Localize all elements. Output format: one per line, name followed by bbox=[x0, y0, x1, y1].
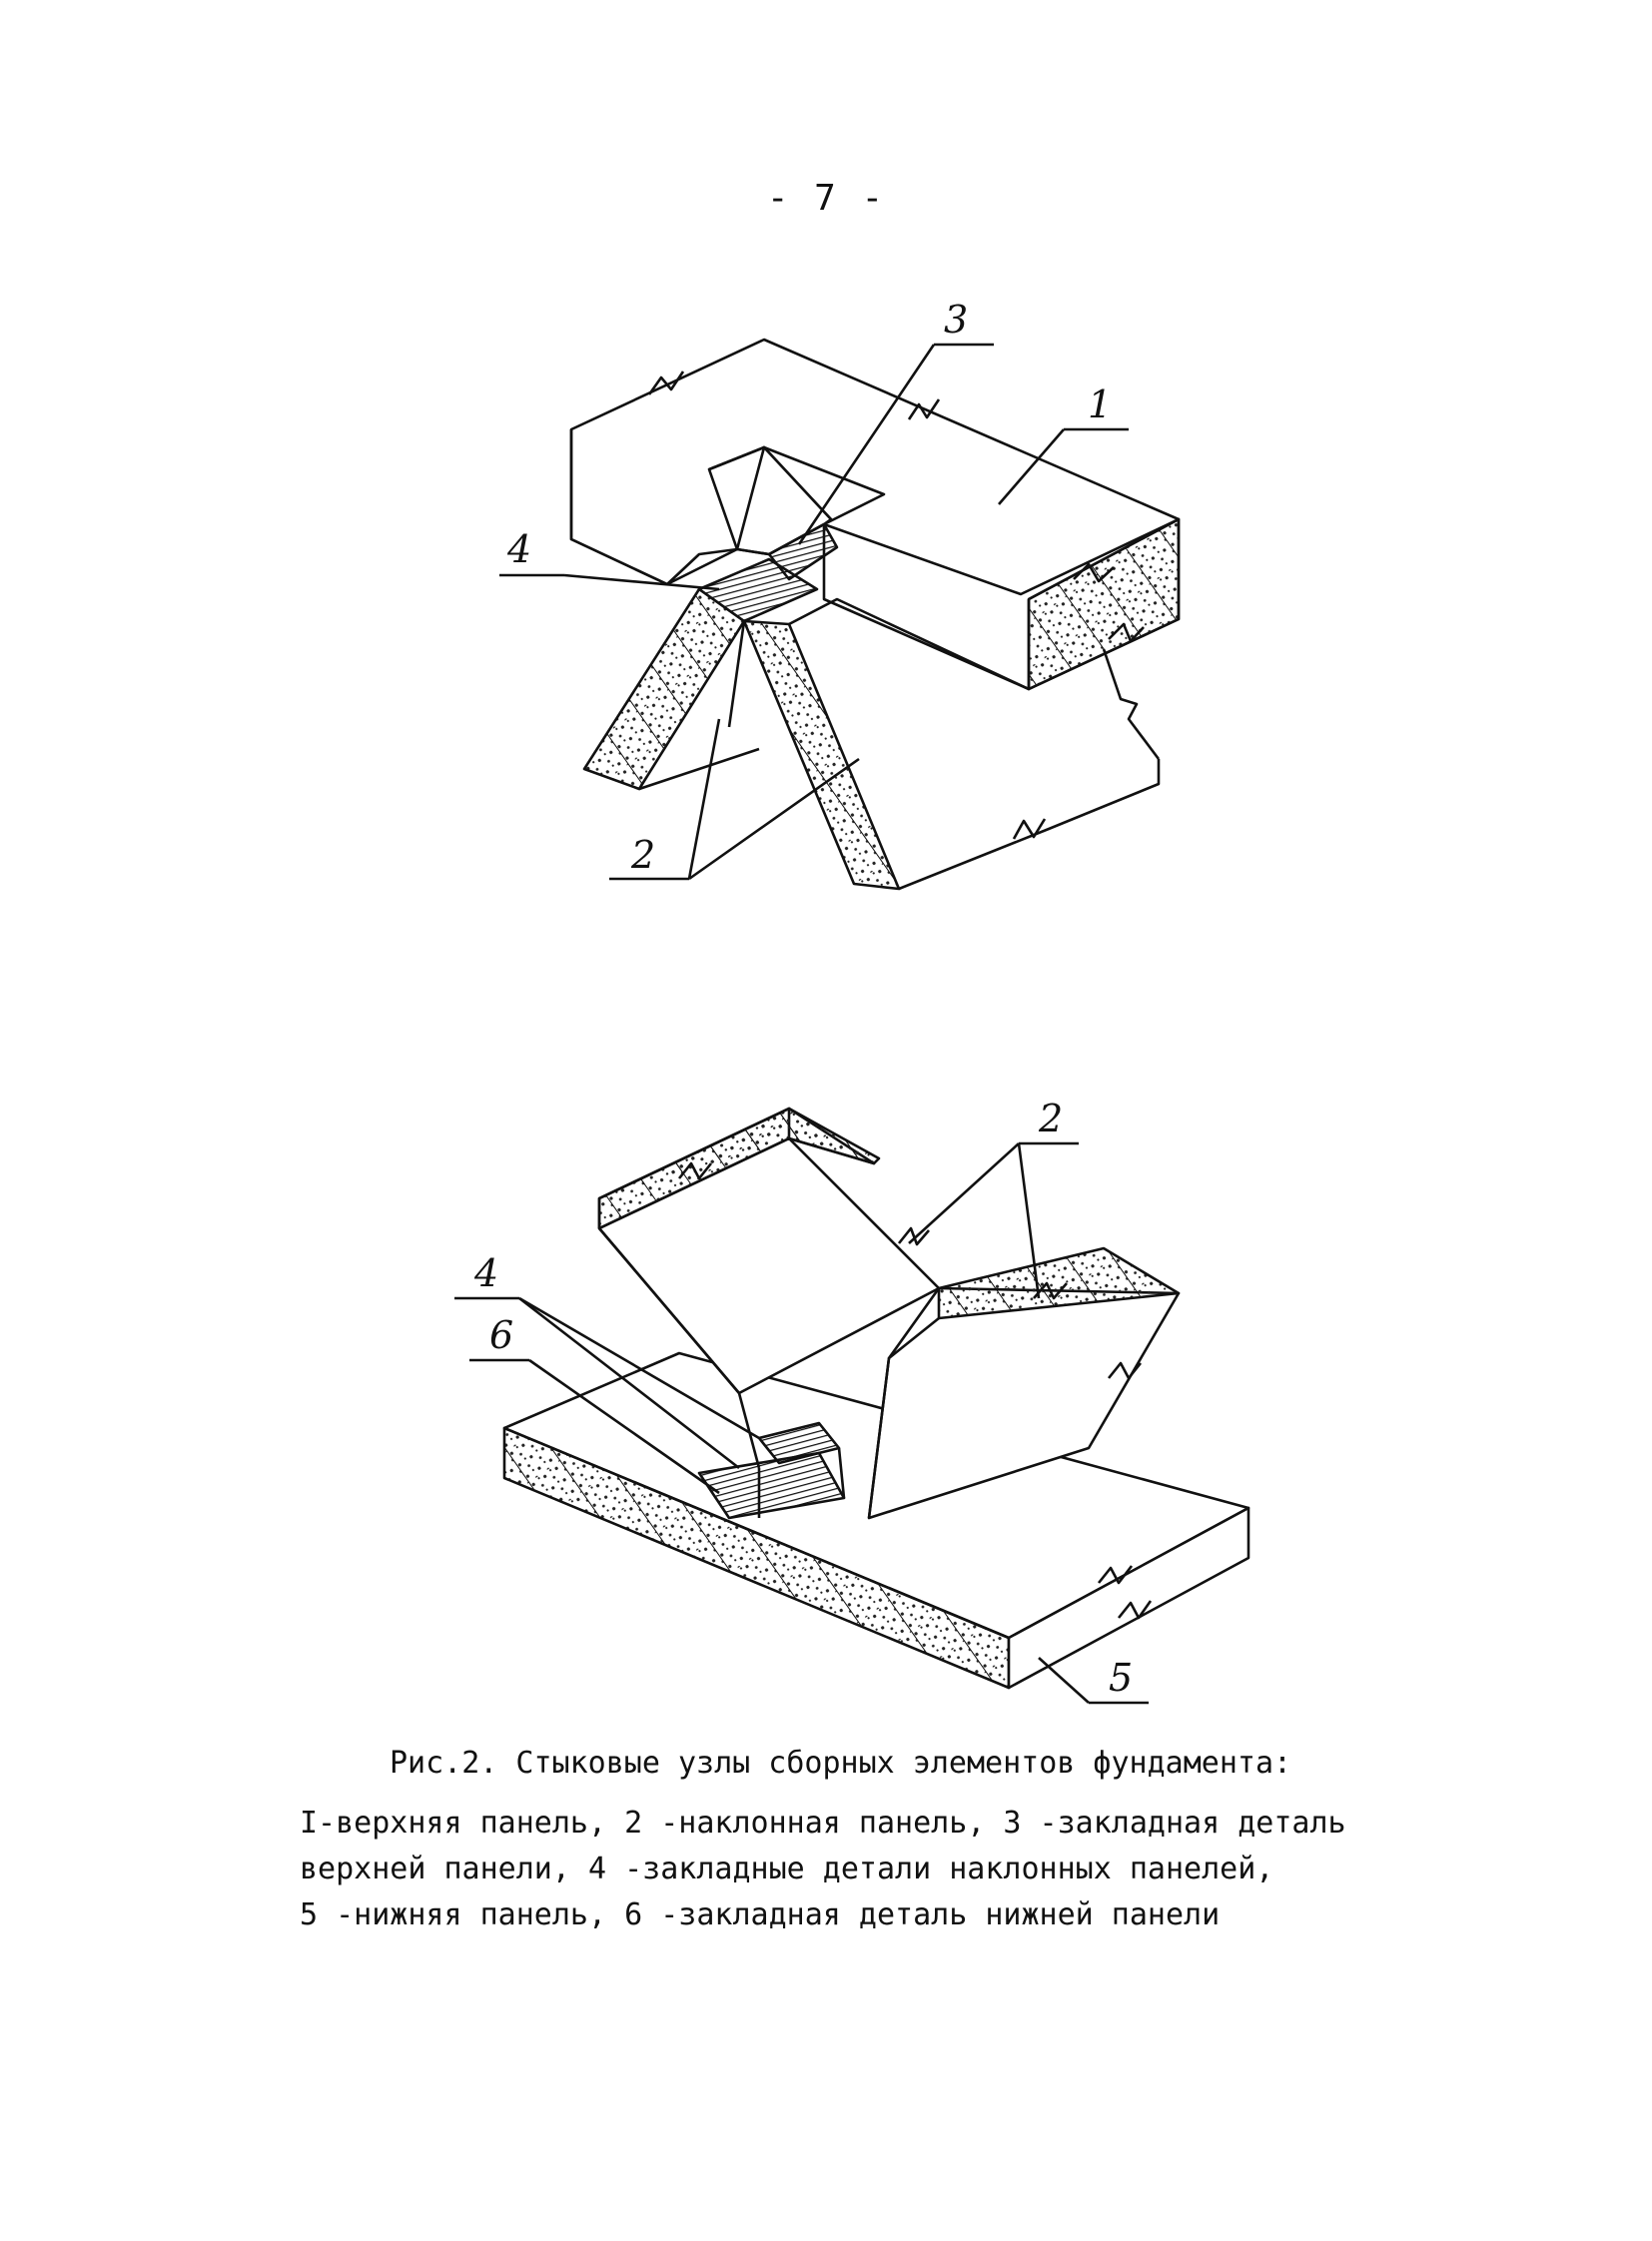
label-5-lower-panel: 5 bbox=[1109, 1656, 1133, 1700]
label-2-inclined-panels: 2 bbox=[1038, 1097, 1063, 1140]
label-4-inclined-plates: 4 bbox=[473, 1251, 498, 1295]
caption-line: верхней панели, 4 -закладные детали накл… bbox=[300, 1852, 1274, 1886]
label-1-upper-panel: 1 bbox=[1088, 382, 1112, 426]
label-6-lower-plate: 6 bbox=[489, 1313, 513, 1357]
caption-line: I-верхняя панель, 2 -наклонная панель, 3… bbox=[300, 1806, 1346, 1841]
label-2-inclined-panel: 2 bbox=[630, 833, 655, 877]
figure-upper-joint: 1 3 4 2 bbox=[499, 298, 1181, 891]
page-number: - 7 - bbox=[766, 178, 886, 219]
label-4-inclined-plates: 4 bbox=[506, 527, 531, 571]
label-3-upper-plate: 3 bbox=[944, 298, 968, 342]
caption-line: 5 -нижняя панель, 6 -закладная деталь ни… bbox=[300, 1897, 1221, 1932]
caption-title: Рис.2. Стыковые узлы сборных элементов ф… bbox=[390, 1746, 1292, 1781]
figure-lower-joint: 2 4 6 5 bbox=[454, 1097, 1250, 1705]
